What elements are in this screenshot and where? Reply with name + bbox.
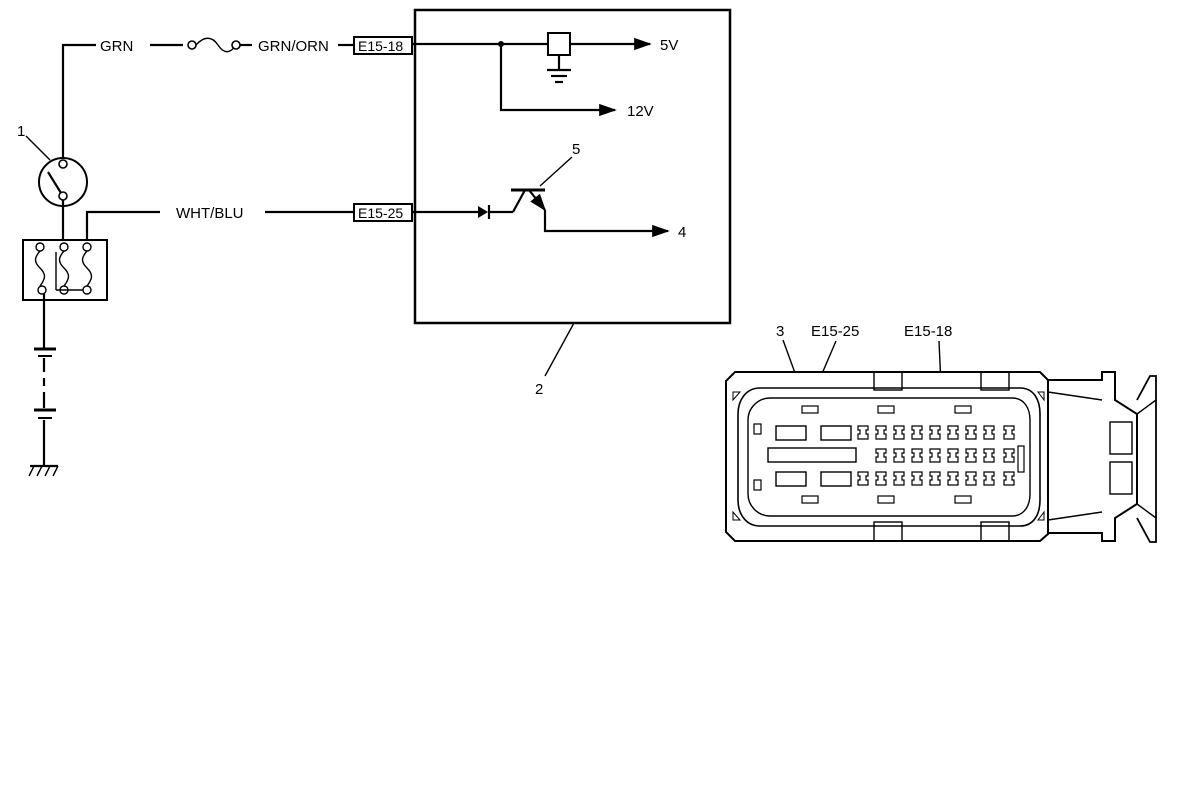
connector-face-view [725, 371, 1049, 542]
callout-2: 2 [535, 381, 543, 398]
callout-5-leader [539, 156, 573, 187]
output-4-label: 4 [678, 224, 686, 241]
wire-label-grn-orn: GRN/ORN [258, 38, 329, 55]
connector-pin [857, 471, 869, 486]
output-12v-label: 12V [627, 103, 654, 120]
connector-pin [1003, 471, 1015, 486]
connector-pin [947, 471, 959, 486]
connector-pin [983, 471, 995, 486]
wire-label-grn: GRN [100, 38, 133, 55]
connector-latch-view [1047, 371, 1157, 543]
connector-pin-grid [857, 425, 1015, 486]
connector-tag-e15-18-label: E15-18 [358, 38, 403, 54]
connector-pin [893, 425, 905, 440]
connector-pin [929, 471, 941, 486]
connector-pin [911, 448, 923, 463]
connector-pin [947, 448, 959, 463]
connector-tag-e15-25-label: E15-25 [358, 205, 403, 221]
callout-5: 5 [572, 141, 580, 158]
connector-pin [983, 448, 995, 463]
wht-blu-wire-left [85, 210, 160, 240]
connector-pin [911, 471, 923, 486]
switch-symbol [38, 157, 88, 240]
connector-view-label-e15-18: E15-18 [904, 323, 952, 340]
connector-pin [947, 425, 959, 440]
connector-pin [893, 471, 905, 486]
connector-pin [929, 448, 941, 463]
battery-symbol [34, 294, 56, 466]
wire-label-wht-blu: WHT/BLU [176, 205, 244, 222]
connector-pin [911, 425, 923, 440]
callout-3: 3 [776, 323, 784, 340]
connector-pin [965, 448, 977, 463]
connector-pin [875, 425, 887, 440]
callout-1: 1 [17, 123, 25, 140]
connector-pin [857, 425, 869, 440]
callout-2-leader [544, 322, 575, 377]
output-5v-label: 5V [660, 37, 678, 54]
chassis-ground-icon [28, 464, 59, 477]
transistor-symbol [511, 188, 670, 238]
connector-tag-e15-18: E15-18 [353, 36, 413, 55]
connector-pin [875, 471, 887, 486]
connector-pin [929, 425, 941, 440]
diode-symbol [412, 205, 513, 219]
connector-view-label-e15-25: E15-25 [811, 323, 859, 340]
connector-pin [893, 448, 905, 463]
connector-pin [965, 471, 977, 486]
callout-3-leader [782, 339, 796, 374]
connector-tag-e15-25: E15-25 [353, 203, 413, 222]
connector-pin [875, 448, 887, 463]
control-module-box [413, 8, 732, 325]
connector-pin [983, 425, 995, 440]
connector-pin [1003, 448, 1015, 463]
callout-1-leader [25, 135, 51, 161]
fuse-symbol [187, 37, 252, 53]
grn-wire [61, 43, 183, 160]
fuse-block [22, 239, 108, 301]
internal-5v-circuit [412, 32, 652, 117]
connector-pin [965, 425, 977, 440]
connector-pin [1003, 425, 1015, 440]
